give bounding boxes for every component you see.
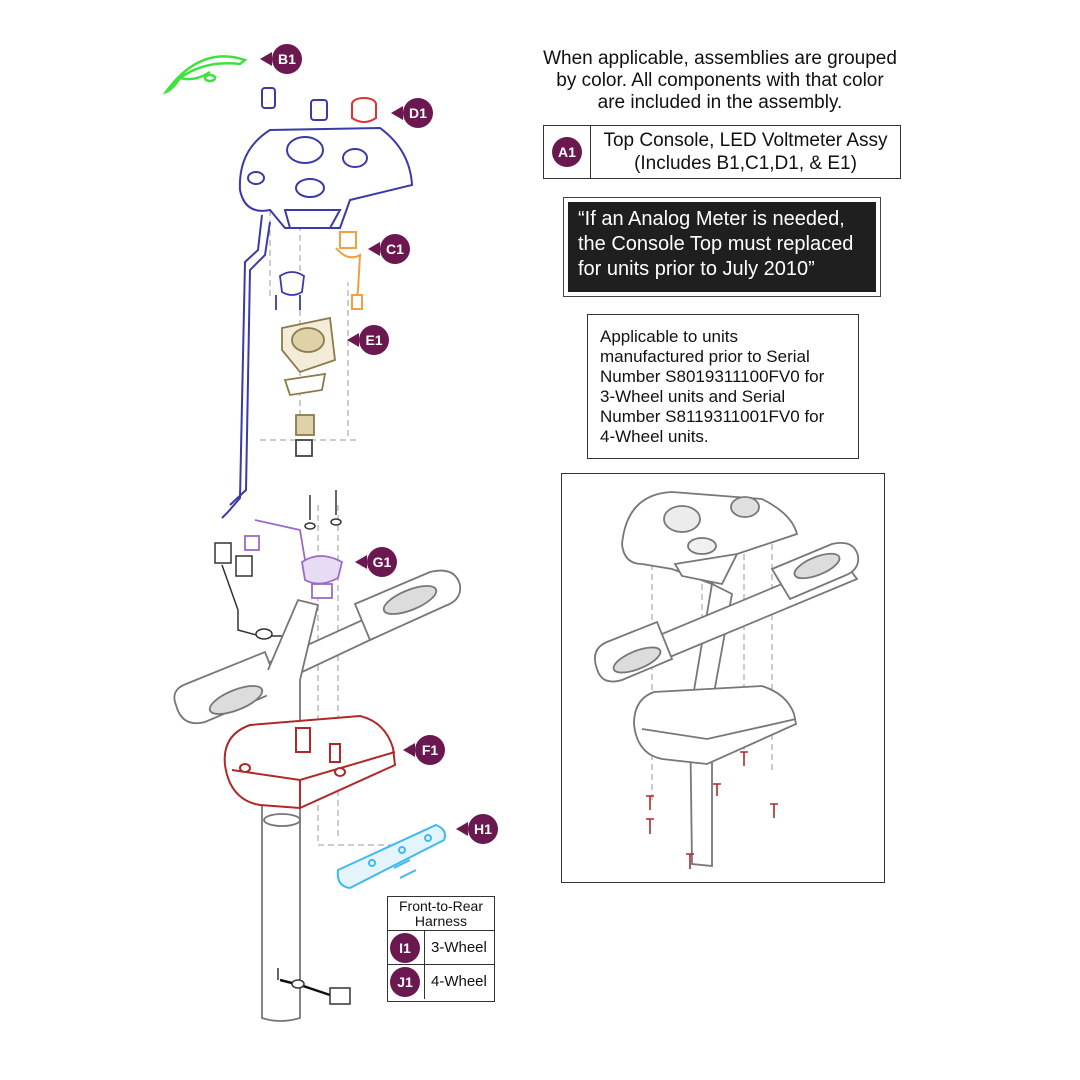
- harness-badge-cell: J1: [388, 965, 425, 999]
- callout-e1[interactable]: E1: [359, 325, 389, 355]
- harness-title: Front-to-Rear Harness: [388, 897, 494, 931]
- analog-meter-warning: “If an Analog Meter is needed, the Conso…: [563, 197, 881, 297]
- applic-line-6: 4-Wheel units.: [600, 427, 709, 446]
- c1-pointer: [368, 242, 380, 256]
- rear-harness-connector: [277, 968, 351, 1005]
- h1-pointer: [456, 822, 468, 836]
- exploded-diagram: [162, 55, 462, 1022]
- harness-title-line-2: Harness: [414, 913, 468, 929]
- e1-assembly: [281, 316, 336, 457]
- note-line-2: by color. All components with that color: [556, 70, 884, 91]
- j1-badge: J1: [390, 967, 420, 997]
- h1-plate: [336, 823, 446, 890]
- applic-line-4: 3-Wheel units and Serial: [600, 387, 786, 406]
- e1-pointer: [347, 333, 359, 347]
- harness-row-4-wheel[interactable]: J1 4-Wheel: [388, 965, 494, 999]
- callout-d1[interactable]: D1: [403, 98, 433, 128]
- b1-pointer: [260, 52, 272, 66]
- inset-view: [561, 473, 885, 883]
- c1-voltmeter: [335, 231, 363, 310]
- warning-line-3: for units prior to July 2010”: [578, 258, 815, 280]
- d1-knob: [351, 97, 377, 123]
- note-line-3: are included in the assembly.: [597, 92, 843, 113]
- applic-line-1: Applicable to units: [600, 327, 738, 346]
- top-console: [221, 87, 414, 519]
- applic-line-3: Number S8019311100FV0 for: [600, 367, 825, 386]
- a1-title: Top Console, LED Voltmeter Assy: [603, 130, 888, 151]
- warning-text: “If an Analog Meter is needed, the Conso…: [568, 202, 876, 292]
- callout-g1[interactable]: G1: [367, 547, 397, 577]
- harness-badge-cell: I1: [388, 931, 425, 964]
- callout-b1[interactable]: B1: [272, 44, 302, 74]
- a1-badge: A1: [552, 137, 582, 167]
- inset-drawing: [594, 491, 860, 869]
- applic-line-5: Number S8119311001FV0 for: [600, 407, 825, 426]
- g1-bracket: [244, 519, 344, 599]
- f1-lower-console: [223, 714, 397, 810]
- harness-table: Front-to-Rear Harness I1 3-Wheel J1 4-Wh…: [387, 896, 495, 1002]
- applicability-note: Applicable to units manufactured prior t…: [587, 314, 859, 459]
- harness-label: 3-Wheel: [431, 939, 487, 956]
- a1-badge-cell: A1: [544, 126, 591, 178]
- callout-c1[interactable]: C1: [380, 234, 410, 264]
- harness-row-3-wheel[interactable]: I1 3-Wheel: [388, 931, 494, 965]
- warning-line-2: the Console Top must replaced: [578, 233, 854, 255]
- harness-title-line-1: Front-to-Rear: [398, 898, 484, 914]
- d1-pointer: [391, 106, 403, 120]
- handlebar: [173, 569, 462, 1022]
- g1-pointer: [355, 555, 367, 569]
- applic-line-2: manufactured prior to Serial: [600, 347, 810, 366]
- note-line-1: When applicable, assemblies are grouped: [543, 48, 897, 69]
- harness-label: 4-Wheel: [431, 973, 487, 990]
- i1-badge: I1: [390, 933, 420, 963]
- a1-includes: (Includes B1,C1,D1, & E1): [634, 153, 857, 174]
- warning-line-1: “If an Analog Meter is needed,: [578, 208, 845, 230]
- f1-pointer: [403, 743, 415, 757]
- assembly-color-note: When applicable, assemblies are grouped …: [520, 48, 920, 114]
- callout-h1[interactable]: H1: [468, 814, 498, 844]
- b1-bezel: [162, 55, 248, 95]
- assembly-a1-box: A1 Top Console, LED Voltmeter Assy (Incl…: [543, 125, 901, 179]
- a1-description: Top Console, LED Voltmeter Assy (Include…: [591, 126, 900, 178]
- callout-f1[interactable]: F1: [415, 735, 445, 765]
